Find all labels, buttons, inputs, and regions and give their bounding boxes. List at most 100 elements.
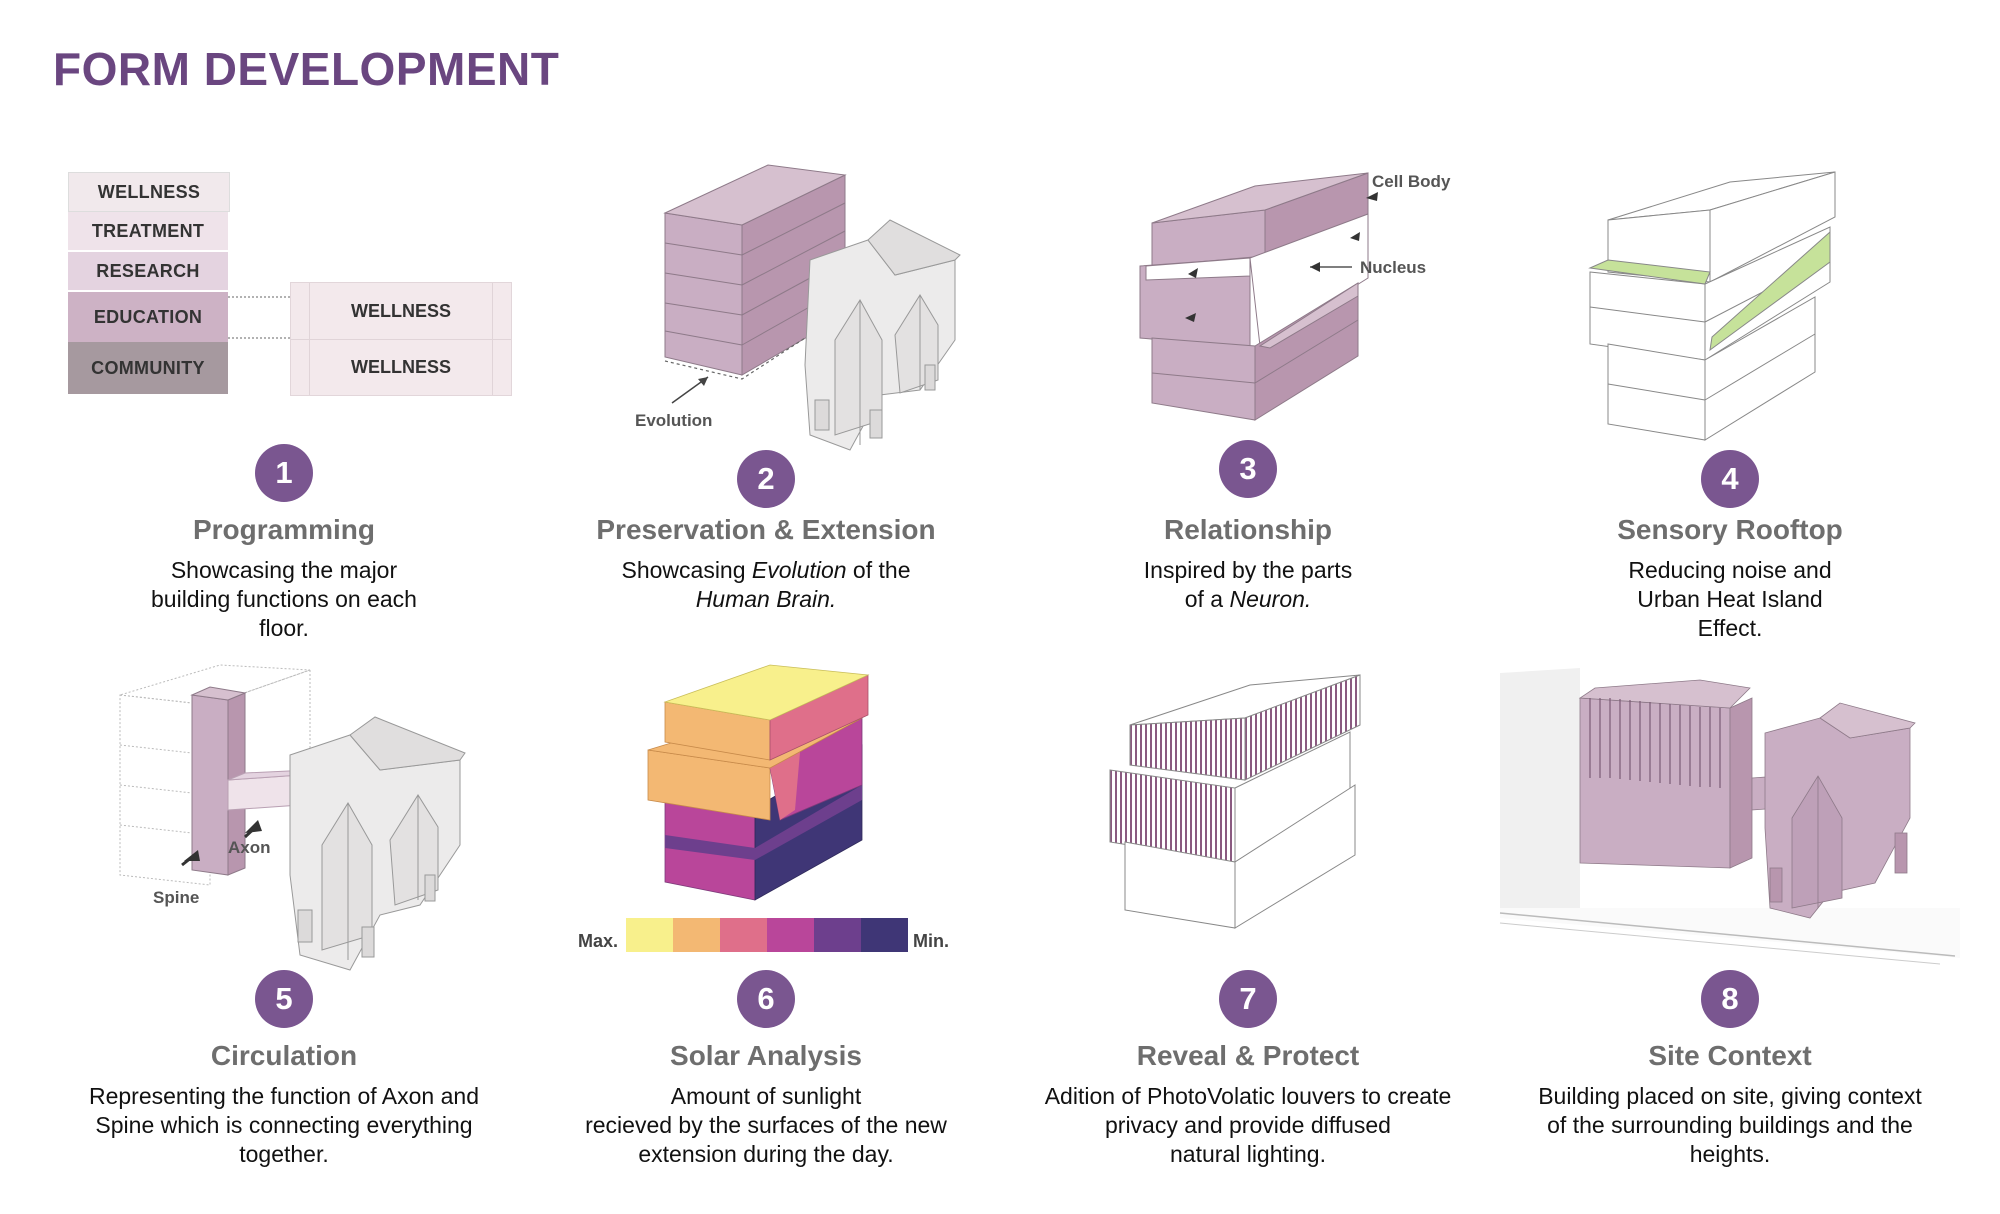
extension-edge-right (492, 283, 493, 395)
rooftop-svg (1588, 171, 1836, 441)
floor-line (1589, 306, 1706, 323)
step-description: Adition of PhotoVolatic louvers to creat… (1044, 1083, 1452, 1167)
step-1-caption: 1 Programming Showcasing the major build… (44, 444, 524, 643)
step-6-caption: 6 Solar Analysis Amount of sunlight reci… (526, 970, 1006, 1169)
step-description: Amount of sunlight recieved by the surfa… (585, 1083, 947, 1167)
relationship-svg: Cell Body Nucleus (1139, 172, 1451, 421)
extension-label: WELLNESS (350, 300, 451, 321)
step-title: Preservation & Extension (596, 514, 936, 545)
stack-label: EDUCATION (93, 306, 203, 327)
extension-louvers (1589, 698, 1721, 788)
step-number-badge: 6 (737, 970, 795, 1028)
context-building (1500, 668, 1580, 908)
cell-body-top (1151, 172, 1369, 224)
stack-floor-education: EDUCATION (68, 292, 228, 342)
extension-edge-left (309, 283, 310, 395)
desc-italic: Evolution (751, 557, 847, 583)
step-title: Programming (192, 514, 376, 545)
solar-top-roof (663, 664, 870, 721)
step-title: Reveal & Protect (1136, 1040, 1360, 1071)
step-2-caption: 2 Preservation & Extension Showcasing Ev… (526, 450, 1006, 614)
floor-line (1607, 383, 1706, 401)
tower-footprint (664, 324, 826, 380)
legend-swatch (720, 918, 767, 952)
axon-label: Axon (228, 838, 271, 857)
solar-svg: Max. Min. (578, 664, 949, 952)
circulation-svg: Axon Spine (119, 664, 466, 971)
step-description: Reducing noise and Urban Heat Island Eff… (1628, 557, 1832, 641)
extension-block: WELLNESS WELLNESS (290, 282, 512, 396)
step-title: Site Context (1648, 1040, 1812, 1071)
spine-arrow-tail (181, 852, 197, 867)
solar-band (665, 835, 755, 860)
spine-top (190, 686, 247, 701)
relationship-diagram: Cell Body Nucleus (1130, 168, 1490, 428)
step-number-badge: 2 (737, 450, 795, 508)
tower-top (663, 164, 847, 226)
legend-min-label: Min. (913, 931, 949, 951)
site-context-diagram (1499, 668, 1960, 968)
lower-block-left (1151, 337, 1256, 421)
street-line (1499, 912, 1956, 957)
step-4-caption: 4 Sensory Rooftop Reducing noise and Urb… (1490, 450, 1970, 643)
legend-swatch (673, 918, 720, 952)
step-7-caption: 7 Reveal & Protect Adition of PhotoVolat… (1008, 970, 1488, 1169)
reveal-base-right (1234, 784, 1356, 929)
base-block-right (1704, 296, 1816, 441)
mid-block-left (1589, 271, 1706, 361)
stack-floor-research: RESEARCH (68, 252, 228, 290)
stack-label: WELLNESS (97, 181, 201, 202)
louver-panel-upper (1129, 717, 1246, 781)
heritage-house (289, 716, 466, 971)
extension-floor-1: WELLNESS (291, 283, 511, 340)
step-description: Representing the function of Axon and Sp… (88, 1083, 479, 1167)
step-description: Building placed on site, giving context … (1538, 1083, 1922, 1167)
top-block-right (1709, 171, 1836, 283)
desc-italic: Human Brain. (695, 586, 837, 612)
green-roof-side (1709, 230, 1831, 352)
site-context-svg (1499, 668, 1960, 965)
spine-front (191, 694, 229, 876)
evolution-label: Evolution (635, 411, 712, 430)
nucleus-arrowhead (1310, 262, 1320, 272)
nucleus-gap (1249, 213, 1369, 347)
step-title: Relationship (1163, 514, 1332, 545)
stack-label: RESEARCH (96, 260, 200, 281)
page-title: FORM DEVELOPMENT (53, 43, 560, 95)
step-number-badge: 5 (255, 970, 313, 1028)
axon-arrow-tail (243, 823, 260, 839)
pointer-arrow (1188, 268, 1198, 278)
extension-floor-2: WELLNESS (291, 339, 511, 395)
cell-body-arrow (1366, 192, 1378, 201)
solar-diagram: Max. Min. (570, 660, 960, 960)
legend-swatch (861, 918, 908, 952)
lower-block-top (1258, 282, 1359, 349)
step-description: Showcasing the major building functions … (151, 557, 417, 641)
spine-label: Spine (153, 888, 199, 907)
solar-mid-notch (770, 752, 800, 820)
step-number-badge: 3 (1219, 440, 1277, 498)
nucleus-label: Nucleus (1360, 258, 1426, 277)
solar-band (755, 785, 862, 860)
lower-floor-line (1151, 372, 1256, 384)
step-number-badge: 4 (1701, 450, 1759, 508)
stack-floor-treatment: TREATMENT (68, 212, 228, 250)
extension-massing (1578, 679, 1753, 869)
extension-label: WELLNESS (350, 356, 451, 377)
axon-bridge (227, 774, 301, 811)
rooftop-diagram (1580, 171, 1850, 442)
desc-italic: Neuron. (1229, 586, 1312, 612)
reveal-diagram (1100, 670, 1370, 930)
pointer-arrow (1350, 232, 1360, 241)
street-line (1499, 922, 1941, 965)
step-8-caption: 8 Site Context Building placed on site, … (1490, 970, 1970, 1169)
nucleus-slot (1145, 257, 1251, 281)
axon-arrow (245, 820, 262, 833)
green-roof-lower (1588, 259, 1711, 285)
desc-text: of the (846, 557, 911, 583)
step-title: Circulation (210, 1040, 358, 1071)
circulation-diagram: Axon Spine (100, 664, 480, 985)
stack-floor-wellness: WELLNESS (68, 172, 230, 212)
